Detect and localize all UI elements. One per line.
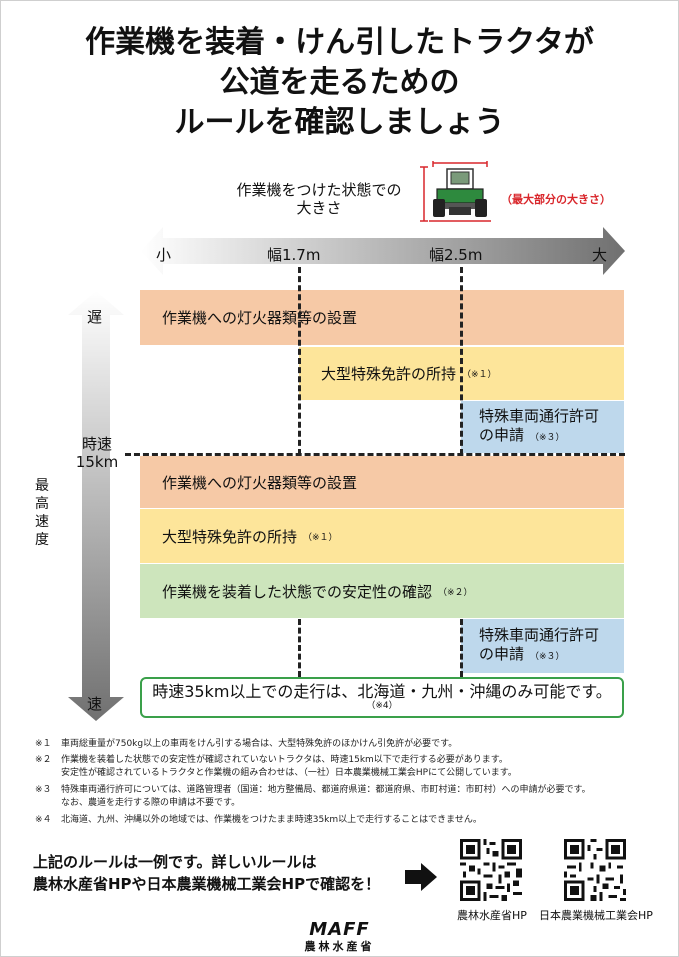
size-small-label: 小	[156, 246, 172, 264]
footnote-3-line-1: 特殊車両通行許可については、道路管理者（国道：地方整備局、都道府県道：都道府県、…	[61, 785, 591, 795]
page-title: 作業機を装着・けん引したトラクタが 公道を走るための ルールを確認しましょう	[1, 23, 678, 143]
footnote-3-line-2: なお、農道を走行する際の申請は不要です。	[61, 798, 241, 808]
over15-lights-text: 作業機への灯火器類等の設置	[162, 473, 358, 492]
size-w1-label: 幅1.7m	[267, 246, 321, 264]
footnote-2-line-2: 安定性が確認されているトラクタと作業機の組み合わせは、（一社）日本農業機械工業会…	[61, 768, 517, 778]
max-speed-char-4: 度	[35, 532, 49, 548]
speed-arrow	[68, 291, 124, 721]
speed-slow-label: 遅	[87, 308, 103, 326]
footnote-2-line-1: 作業機を装着した状態での安定性が確認されていないトラクタは、時速15km以下で走…	[61, 755, 508, 765]
speed-threshold-line-1: 時速	[81, 435, 112, 453]
title-line-1: 作業機を装着・けん引したトラクタが	[85, 25, 594, 60]
under15-permit-line-2: の申請 （※３）	[479, 426, 565, 448]
bottom-message-line-1: 上記のルールは一例です。詳しいルールは	[33, 853, 317, 871]
under15-license-note: （※１）	[462, 370, 497, 380]
under15-permit-line-2-text: の申請	[479, 425, 525, 444]
title-line-2: 公道を走るための	[219, 65, 460, 100]
speed-15km-divider	[125, 453, 625, 456]
notice-box: 時速35km以上での走行は、北海道・九州・沖縄のみ可能です。 （※4）	[140, 677, 624, 718]
speed-threshold-label: 時速 15km	[69, 435, 125, 471]
under15-permit-line-1: 特殊車両通行許可	[479, 406, 600, 425]
footnote-1-key: ※１	[35, 739, 52, 749]
qr-code-icon[interactable]	[460, 839, 522, 901]
over15-license-note: （※１）	[303, 532, 338, 543]
size-w2-label: 幅2.5m	[429, 246, 483, 264]
title-line-3: ルールを確認しましょう	[174, 105, 505, 140]
qr-1-label: 農林水産省HP	[457, 909, 527, 922]
over15-permit-line-2-text: の申請	[479, 644, 525, 663]
footnote-4: ※４ 北海道、九州、沖縄以外の地域では、作業機をつけたまま時速35km以上で走行す…	[35, 814, 482, 827]
footnote-3: ※３ 特殊車両通行許可については、道路管理者（国道：地方整備局、都道府県道：都道府…	[35, 784, 591, 810]
notice-note: （※4）	[366, 701, 398, 711]
footnote-2: ※２ 作業機を装着した状態での安定性が確認されていないトラクタは、時速15km以下…	[35, 754, 517, 780]
tractor-icon	[420, 161, 491, 222]
under15-license-text: 大型特殊免許の所持	[321, 365, 457, 383]
qr-2-label: 日本農業機械工業会HP	[539, 909, 653, 922]
size-caption: 作業機をつけた状態での 大きさ	[219, 181, 419, 217]
footnote-1: ※１ 車両総重量が750kg以上の車両をけん引する場合は、大型特殊免許のほかけん引…	[35, 738, 457, 751]
maff-logo-subtext: 農林水産省	[304, 940, 375, 953]
footnote-2-key: ※２	[35, 755, 52, 765]
size-caption-line-1: 作業機をつけた状態での	[236, 181, 402, 199]
under15-permit-row: 特殊車両通行許可 の申請 （※３）	[461, 401, 624, 453]
width-2-5-guide-lower	[460, 619, 463, 677]
over15-permit-line-1: 特殊車両通行許可	[479, 625, 600, 644]
over15-safety-row: 作業機を装着した状態での安定性の確認 （※２）	[140, 564, 624, 618]
over15-license-text: 大型特殊免許の所持	[162, 527, 298, 546]
bottom-message-line-2: 農林水産省HPや日本農業機械工業会HPで確認を！	[33, 875, 381, 893]
speed-fast-label: 速	[87, 695, 103, 713]
width-1-7-guide	[298, 267, 301, 455]
speed-threshold-line-2: 15km	[75, 453, 119, 471]
width-2-5-guide	[460, 267, 463, 455]
max-speed-char-2: 高	[35, 496, 49, 512]
size-caption-line-2: 大きさ	[296, 199, 342, 217]
over15-lights-row: 作業機への灯火器類等の設置	[140, 456, 624, 508]
bottom-message: 上記のルールは一例です。詳しいルールは 農林水産省HPや日本農業機械工業会HPで…	[33, 851, 380, 895]
max-speed-char-1: 最	[35, 478, 49, 494]
maff-logo-text: MAFF	[309, 919, 370, 940]
size-large-label: 大	[592, 246, 608, 264]
notice-main-text: 時速35km以上での走行は、北海道・九州・沖縄のみ可能です。	[152, 682, 612, 701]
max-speed-char-3: 速	[35, 514, 49, 530]
footnote-4-line-1: 北海道、九州、沖縄以外の地域では、作業機をつけたまま時速35km以上で走行するこ…	[61, 815, 482, 825]
max-part-label: （最大部分の大きさ）	[501, 193, 611, 206]
width-1-7-guide-lower	[298, 619, 301, 677]
over15-permit-line-2: の申請 （※３）	[479, 645, 565, 667]
under15-lights-row: 作業機への灯火器類等の設置	[140, 290, 624, 345]
footnote-1-line-1: 車両総重量が750kg以上の車両をけん引する場合は、大型特殊免許のほかけん引免許…	[61, 739, 458, 749]
right-arrow-icon	[405, 863, 437, 891]
under15-permit-note: （※３）	[530, 432, 565, 443]
size-arrow	[141, 227, 625, 275]
under15-lights-text: 作業機への灯火器類等の設置	[162, 309, 358, 327]
over15-permit-row: 特殊車両通行許可 の申請 （※３）	[461, 619, 624, 673]
qr-code-icon[interactable]	[564, 839, 626, 901]
over15-safety-note: （※２）	[438, 587, 473, 598]
over15-safety-text: 作業機を装着した状態での安定性の確認	[162, 582, 433, 601]
footnote-4-key: ※４	[35, 815, 52, 825]
max-speed-title: 最 高 速 度	[35, 477, 51, 549]
over15-license-row: 大型特殊免許の所持 （※１）	[140, 509, 624, 563]
footnote-3-key: ※３	[35, 785, 52, 795]
over15-permit-note: （※３）	[530, 651, 565, 662]
maff-logo: MAFF 農林水産省	[1, 919, 678, 954]
